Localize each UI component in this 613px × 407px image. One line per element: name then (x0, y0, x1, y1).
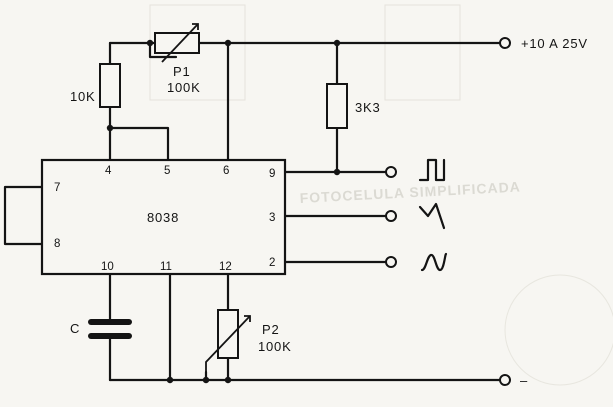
resistor-10k-body (99, 63, 121, 108)
triangle-wave-icon (418, 202, 446, 230)
pin-2-label: 2 (269, 257, 275, 269)
capacitor-c: C (70, 319, 132, 339)
resistor-3k3-label: 3K3 (355, 100, 381, 115)
resistor-10k: 10K (70, 63, 121, 108)
waveform-symbols (418, 158, 448, 272)
pin-8-label: 8 (54, 238, 60, 250)
terminal-triangle-output (385, 210, 397, 222)
capacitor-plate-bottom (88, 333, 132, 339)
terminal-positive (499, 37, 511, 49)
wiring (3, 41, 502, 382)
wire-pin4-pin5 (108, 126, 170, 162)
pin-11-label: 11 (160, 261, 172, 273)
ic-part-number: 8038 (147, 210, 179, 225)
sine-wave-icon (420, 252, 448, 272)
square-wave-icon (418, 158, 446, 182)
supply-positive-label: +10 A 25V (521, 36, 588, 51)
bleed-through-title: FOTOCELULA SIMPLIFICADA (299, 178, 521, 206)
junction-dot (333, 39, 341, 47)
p2-value-label: 100K (258, 339, 292, 354)
pin-10-label: 10 (101, 261, 114, 273)
supply-negative-label: – (520, 373, 528, 388)
p1-value-label: 100K (167, 80, 201, 95)
pin-7-label: 7 (54, 182, 60, 194)
resistor-3k3: 3K3 (326, 83, 381, 129)
terminal-negative (499, 374, 511, 386)
terminal-square-output (385, 166, 397, 178)
junction-dot (146, 39, 154, 47)
potentiometer-p1: P1 100K (154, 23, 201, 95)
pin-6-label: 6 (223, 165, 229, 177)
p2-name-label: P2 (262, 322, 280, 337)
resistor-3k3-body (326, 83, 348, 129)
p2-arrow-shaft (205, 315, 251, 372)
capacitor-label: C (70, 321, 80, 336)
junction-dot (202, 376, 210, 384)
junctions (106, 39, 341, 384)
ic-8038: 8038 4 5 6 9 7 8 3 2 10 11 12 (40, 158, 287, 276)
p1-body (154, 32, 200, 54)
junction-dot (224, 39, 232, 47)
p1-name-label: P1 (173, 64, 191, 79)
p2-arrow-head (244, 315, 251, 322)
p1-arrow-head (192, 23, 199, 30)
pin-9-label: 9 (269, 168, 275, 180)
wire-pin7-pin8 (3, 185, 44, 246)
ic-8038-body (40, 158, 287, 276)
terminal-sine-output (385, 256, 397, 268)
pin-5-label: 5 (164, 165, 170, 177)
pin-4-label: 4 (105, 165, 112, 177)
pin-3-label: 3 (269, 212, 275, 224)
junction-dot (166, 376, 174, 384)
p1-arrow-shaft (161, 23, 199, 63)
terminals: +10 A 25V – (385, 36, 588, 388)
potentiometer-p2: P2 100K (205, 309, 292, 372)
bleed-circle (504, 274, 613, 386)
bleed-box (384, 4, 461, 101)
p2-body (217, 309, 239, 359)
junction-dot (333, 168, 341, 176)
junction-dot (224, 376, 232, 384)
junction-dot (106, 124, 114, 132)
pin-12-label: 12 (219, 261, 232, 273)
capacitor-plate-top (88, 319, 132, 325)
resistor-10k-label: 10K (70, 89, 96, 104)
